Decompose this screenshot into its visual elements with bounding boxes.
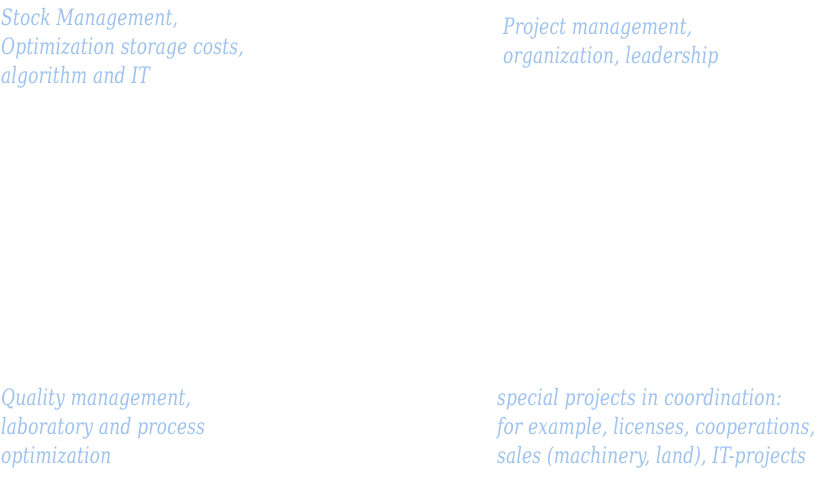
project-management-line-2: organization, leadership — [503, 44, 719, 69]
quality-management-text: Quality management, laboratory and proce… — [1, 384, 205, 471]
special-projects-line-2: for example, licenses, cooperations, — [497, 415, 816, 440]
quality-management-line-1: Quality management, — [1, 386, 192, 411]
project-management-line-1: Project management, — [503, 15, 693, 40]
quality-management-line-3: optimization — [1, 444, 112, 469]
special-projects-line-3: sales (machinery, land), IT-projects — [497, 444, 807, 469]
stock-management-line-3: algorithm and IT — [1, 64, 150, 89]
stock-management-line-2: Optimization storage costs, — [1, 35, 244, 60]
stock-management-line-1: Stock Management, — [1, 6, 179, 31]
project-management-text: Project management, organization, leader… — [503, 13, 719, 71]
stock-management-text: Stock Management, Optimization storage c… — [1, 4, 244, 91]
special-projects-line-1: special projects in coordination: — [497, 386, 782, 411]
special-projects-text: special projects in coordination: for ex… — [497, 384, 815, 471]
quality-management-line-2: laboratory and process — [1, 415, 206, 440]
